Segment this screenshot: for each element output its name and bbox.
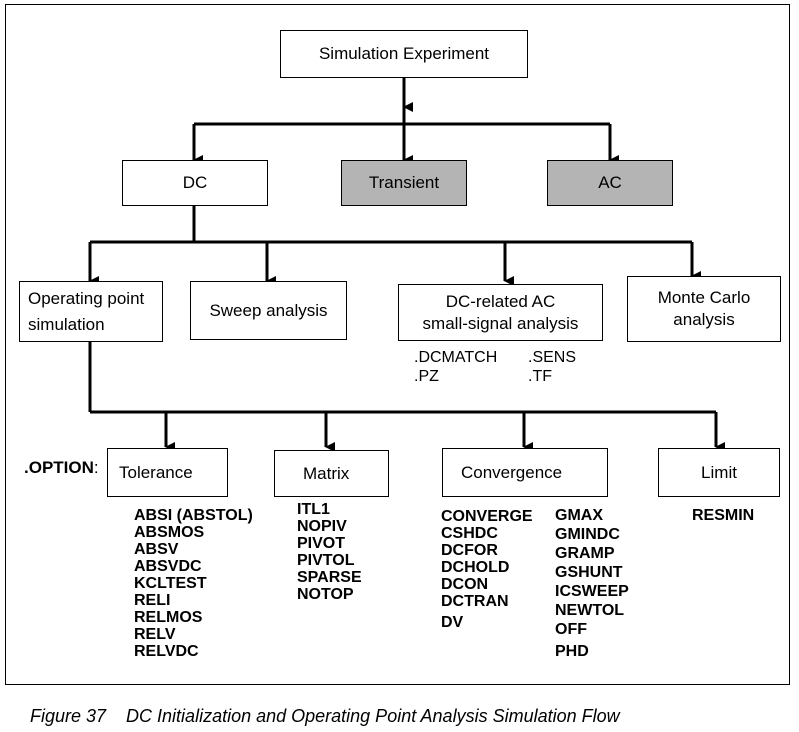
monte-carlo-line-2: analysis — [673, 310, 735, 329]
list-item: RELV — [134, 626, 176, 643]
list-item: DV — [441, 614, 464, 631]
dc-ac-option: .DCMATCH — [414, 349, 498, 366]
transient-box: Transient — [341, 160, 467, 206]
monte-carlo-line-1: Monte Carlo — [657, 288, 751, 307]
dc-ac-options-col2: .SENS .TF — [528, 348, 576, 386]
dc-ac-option: .TF — [528, 368, 552, 385]
list-item: PIVTOL — [297, 552, 355, 569]
list-item: DCTRAN — [441, 593, 509, 610]
list-item: PIVOT — [297, 535, 346, 552]
list-item: ABSVDC — [134, 558, 202, 575]
figure-frame — [5, 4, 790, 685]
monte-carlo-box: Monte Carlo analysis — [627, 276, 781, 342]
limit-box: Limit — [658, 448, 780, 497]
list-item: PHD — [555, 643, 589, 660]
convergence-options-col2: GMAX GMINDC GRAMP GSHUNT ICSWEEP NEWTOL … — [555, 507, 629, 662]
list-item: ABSV — [134, 541, 179, 558]
ac-box: AC — [547, 160, 673, 206]
sweep-analysis-box: Sweep analysis — [190, 281, 347, 340]
list-item: OFF — [555, 621, 587, 638]
list-item: GSHUNT — [555, 564, 623, 581]
list-item: DCFOR — [441, 542, 498, 559]
convergence-options-col1: CONVERGE CSHDC DCFOR DCHOLD DCON DCTRAN … — [441, 508, 533, 631]
list-item: ABSMOS — [134, 524, 205, 541]
figure-caption: Figure 37 DC Initialization and Operatin… — [30, 706, 620, 726]
list-item: RESMIN — [692, 507, 755, 524]
list-item: GMINDC — [555, 526, 620, 543]
list-item: NOTOP — [297, 586, 354, 603]
option-colon: : — [93, 458, 99, 477]
list-item: ABSI (ABSTOL) — [134, 507, 253, 524]
dc-box: DC — [122, 160, 268, 206]
option-label: .OPTION: — [24, 458, 99, 477]
list-item: GRAMP — [555, 545, 615, 562]
dc-ac-box: DC-related AC small-signal analysis — [398, 284, 603, 341]
list-item: CONVERGE — [441, 508, 533, 525]
dc-ac-line-2: small-signal analysis — [422, 313, 579, 333]
list-item: DCON — [441, 576, 489, 593]
list-item: KCLTEST — [134, 575, 207, 592]
list-item: RELMOS — [134, 609, 203, 626]
matrix-options-list: ITL1 NOPIV PIVOT PIVTOL SPARSE NOTOP — [297, 501, 362, 603]
list-item: NEWTOL — [555, 602, 625, 619]
limit-options-list: RESMIN — [692, 507, 754, 524]
list-item: SPARSE — [297, 569, 362, 586]
dc-ac-option: .SENS — [528, 349, 577, 366]
list-item: DCHOLD — [441, 559, 510, 576]
list-item: ICSWEEP — [555, 583, 629, 600]
list-item: RELI — [134, 592, 171, 609]
list-item: GMAX — [555, 507, 603, 524]
dc-ac-options-col1: .DCMATCH .PZ — [414, 348, 497, 386]
dc-ac-line-1: DC-related AC — [445, 291, 556, 311]
operating-point-line-1: Operating point — [28, 288, 145, 308]
operating-point-box: Operating point simulation — [19, 281, 163, 342]
dc-ac-option: .PZ — [414, 368, 439, 385]
tolerance-box: Tolerance — [107, 448, 228, 497]
convergence-box: Convergence — [442, 448, 608, 497]
list-item: CSHDC — [441, 525, 498, 542]
matrix-box: Matrix — [274, 450, 389, 497]
list-item: ITL1 — [297, 501, 330, 518]
list-item: RELVDC — [134, 643, 199, 660]
operating-point-line-2: simulation — [28, 314, 105, 334]
option-keyword: .OPTION — [24, 458, 94, 477]
tolerance-options-list: ABSI (ABSTOL) ABSMOS ABSV ABSVDC KCLTEST… — [134, 507, 253, 660]
simulation-experiment-box: Simulation Experiment — [280, 30, 528, 78]
list-item: NOPIV — [297, 518, 347, 535]
